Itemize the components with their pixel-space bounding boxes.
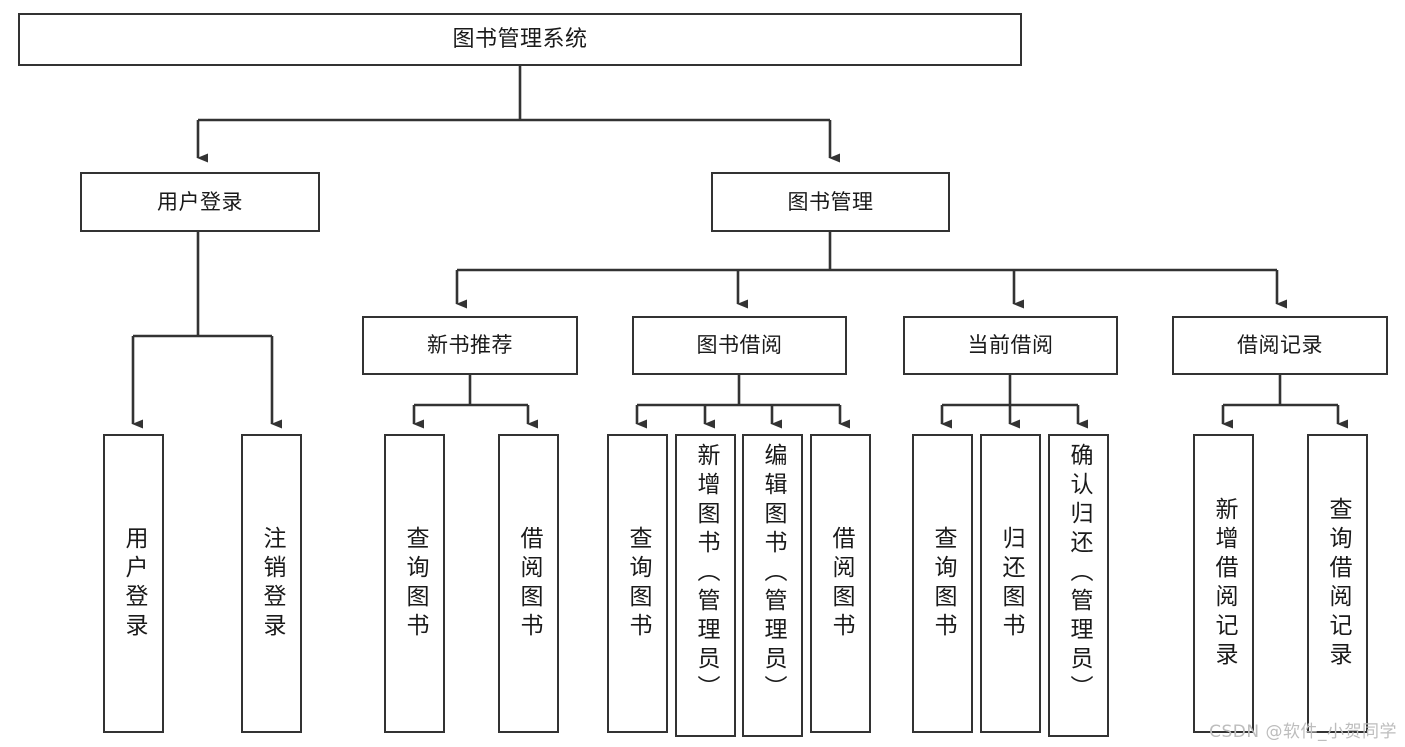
csdn-watermark: CSDN @软件_小贺同学 bbox=[1209, 722, 1397, 742]
node-root[interactable]: 图书管理系统 bbox=[18, 13, 1022, 66]
node-leaf-borrow-book-label: 借阅图书 bbox=[828, 525, 854, 642]
node-leaf-return-book-label: 归还图书 bbox=[998, 525, 1024, 642]
node-leaf-borrow-book-recommend-label: 借阅图书 bbox=[516, 525, 542, 642]
node-leaf-user-login[interactable]: 用户登录 bbox=[103, 434, 164, 733]
node-borrow-record-label: 借阅记录 bbox=[1237, 333, 1323, 358]
node-borrow-record[interactable]: 借阅记录 bbox=[1172, 316, 1388, 375]
node-leaf-query-book-borrow-label: 查询图书 bbox=[625, 525, 651, 642]
node-leaf-user-login-label: 用户登录 bbox=[121, 525, 147, 642]
node-book-borrow[interactable]: 图书借阅 bbox=[632, 316, 847, 375]
node-user-login-label: 用户登录 bbox=[157, 189, 243, 214]
node-leaf-query-borrow-record-label: 查询借阅记录 bbox=[1325, 496, 1351, 671]
node-current-borrow[interactable]: 当前借阅 bbox=[903, 316, 1118, 375]
node-leaf-add-borrow-record-label: 新增借阅记录 bbox=[1211, 496, 1237, 671]
node-leaf-query-borrow-record[interactable]: 查询借阅记录 bbox=[1307, 434, 1368, 733]
node-book-borrow-label: 图书借阅 bbox=[696, 333, 783, 358]
node-leaf-query-book-recommend-label: 查询图书 bbox=[402, 525, 428, 642]
node-leaf-add-book-admin-label: 新增图书（管理员） bbox=[693, 443, 719, 704]
node-leaf-return-book[interactable]: 归还图书 bbox=[980, 434, 1041, 733]
node-leaf-edit-book-admin-label: 编辑图书（管理员） bbox=[760, 443, 786, 704]
node-root-label: 图书管理系统 bbox=[452, 26, 588, 52]
node-leaf-borrow-book[interactable]: 借阅图书 bbox=[810, 434, 871, 733]
node-leaf-query-book-current-label: 查询图书 bbox=[930, 525, 956, 642]
node-current-borrow-label: 当前借阅 bbox=[967, 333, 1054, 358]
node-leaf-query-book-recommend[interactable]: 查询图书 bbox=[384, 434, 445, 733]
node-new-book-recommend[interactable]: 新书推荐 bbox=[362, 316, 578, 375]
node-leaf-logout-label: 注销登录 bbox=[259, 525, 285, 642]
node-leaf-borrow-book-recommend[interactable]: 借阅图书 bbox=[498, 434, 559, 733]
node-leaf-edit-book-admin[interactable]: 编辑图书（管理员） bbox=[742, 434, 803, 737]
node-new-book-recommend-label: 新书推荐 bbox=[427, 333, 513, 358]
node-book-manage[interactable]: 图书管理 bbox=[711, 172, 950, 232]
node-leaf-confirm-return-admin[interactable]: 确认归还（管理员） bbox=[1048, 434, 1109, 737]
node-leaf-confirm-return-admin-label: 确认归还（管理员） bbox=[1066, 443, 1092, 704]
node-user-login[interactable]: 用户登录 bbox=[80, 172, 320, 232]
node-leaf-add-book-admin[interactable]: 新增图书（管理员） bbox=[675, 434, 736, 737]
node-leaf-logout[interactable]: 注销登录 bbox=[241, 434, 302, 733]
node-leaf-query-book-current[interactable]: 查询图书 bbox=[912, 434, 973, 733]
node-leaf-add-borrow-record[interactable]: 新增借阅记录 bbox=[1193, 434, 1254, 733]
node-book-manage-label: 图书管理 bbox=[787, 189, 874, 214]
node-leaf-query-book-borrow[interactable]: 查询图书 bbox=[607, 434, 668, 733]
